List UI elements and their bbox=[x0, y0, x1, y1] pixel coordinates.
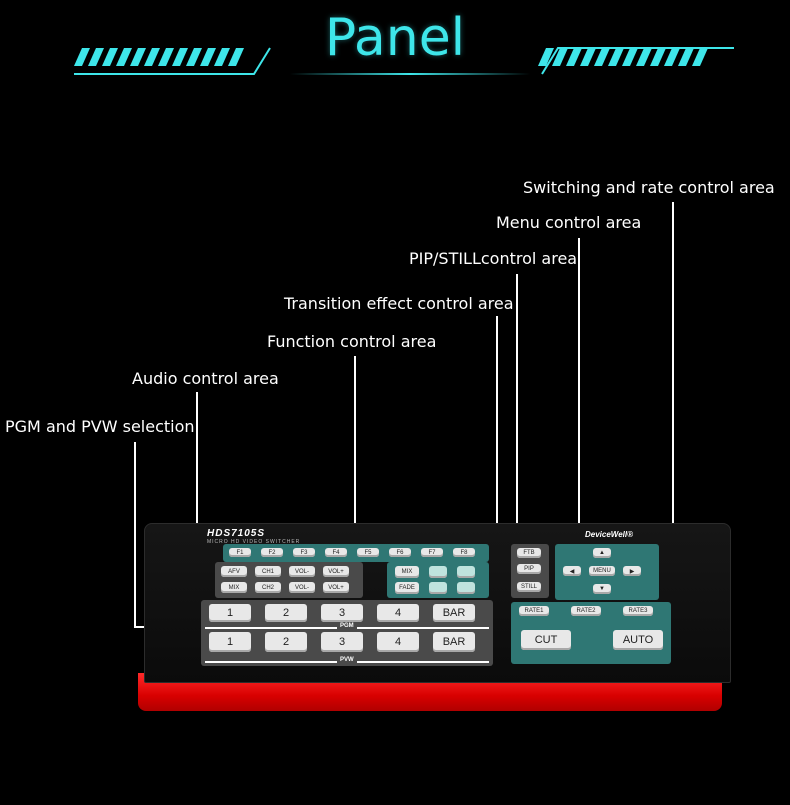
audio-key-1[interactable]: AFV bbox=[221, 566, 247, 577]
pip-button[interactable]: PIP bbox=[517, 564, 541, 574]
header-underline bbox=[290, 73, 530, 75]
pvw-key-5[interactable]: BAR bbox=[433, 632, 475, 652]
header-stripe bbox=[594, 48, 610, 66]
leader-switching bbox=[672, 202, 674, 628]
header-stripe bbox=[116, 48, 132, 66]
callout-transition: Transition effect control area bbox=[284, 294, 514, 313]
device-top-panel: HDS7105S MICRO HD VIDEO SWITCHER DeviceW… bbox=[144, 523, 731, 683]
header-stripe bbox=[538, 48, 554, 66]
header-stripe bbox=[228, 48, 244, 66]
model-subtitle: MICRO HD VIDEO SWITCHER bbox=[207, 539, 301, 545]
callout-menu: Menu control area bbox=[496, 213, 642, 232]
function-key-7[interactable]: F7 bbox=[421, 548, 443, 557]
model-name: HDS7105S bbox=[207, 528, 266, 539]
function-key-1[interactable]: F1 bbox=[229, 548, 251, 557]
header-stripe bbox=[130, 48, 146, 66]
leader-menu bbox=[578, 238, 580, 538]
function-key-4[interactable]: F4 bbox=[325, 548, 347, 557]
header-stripe bbox=[608, 48, 624, 66]
rate-key-3[interactable]: RATE3 bbox=[623, 606, 653, 616]
menu-button[interactable]: MENU bbox=[589, 566, 615, 576]
arrow-left-button[interactable]: ◀ bbox=[563, 566, 581, 576]
pgm-key-3[interactable]: 3 bbox=[321, 604, 363, 622]
function-key-6[interactable]: F6 bbox=[389, 548, 411, 557]
header-stripe bbox=[664, 48, 680, 66]
audio-key-7[interactable]: VOL- bbox=[289, 582, 315, 593]
brand-logo: DeviceWell® bbox=[585, 530, 633, 539]
function-key-2[interactable]: F2 bbox=[261, 548, 283, 557]
audio-key-5[interactable]: MIX bbox=[221, 582, 247, 593]
header-stripe bbox=[214, 48, 230, 66]
callout-pip: PIP/STILLcontrol area bbox=[409, 249, 578, 268]
pgm-key-4[interactable]: 4 bbox=[377, 604, 419, 622]
transition-effect-button-2[interactable] bbox=[457, 566, 475, 578]
leader-function bbox=[354, 356, 356, 542]
arrow-up-button[interactable]: ▲ bbox=[593, 548, 611, 558]
header-stripe bbox=[186, 48, 202, 66]
rate-key-2[interactable]: RATE2 bbox=[571, 606, 601, 616]
header-stripe bbox=[200, 48, 216, 66]
header-stripe bbox=[102, 48, 118, 66]
function-key-3[interactable]: F3 bbox=[293, 548, 315, 557]
header-stripe bbox=[622, 48, 638, 66]
header-stripe bbox=[88, 48, 104, 66]
pgm-key-1[interactable]: 1 bbox=[209, 604, 251, 622]
transition-effect-button-4[interactable] bbox=[457, 582, 475, 594]
pgm-key-5[interactable]: BAR bbox=[433, 604, 475, 622]
transition-effect-button-3[interactable] bbox=[429, 582, 447, 594]
audio-key-3[interactable]: VOL- bbox=[289, 566, 315, 577]
arrow-down-button[interactable]: ▼ bbox=[593, 584, 611, 594]
header-stripe bbox=[636, 48, 652, 66]
callout-switching: Switching and rate control area bbox=[523, 178, 775, 197]
mix-button[interactable]: MIX bbox=[395, 566, 419, 578]
ftb-button[interactable]: FTB bbox=[517, 548, 541, 558]
arrow-right-button[interactable]: ▶ bbox=[623, 566, 641, 576]
pgm-label: PGM bbox=[337, 623, 357, 629]
pvw-label: PVW bbox=[337, 657, 357, 663]
leader-pip bbox=[516, 274, 518, 538]
audio-key-6[interactable]: CH2 bbox=[255, 582, 281, 593]
audio-key-8[interactable]: VOL+ bbox=[323, 582, 349, 593]
function-key-8[interactable]: F8 bbox=[453, 548, 475, 557]
header-stripe bbox=[74, 48, 90, 66]
audio-key-4[interactable]: VOL+ bbox=[323, 566, 349, 577]
still-button[interactable]: STILL bbox=[517, 582, 541, 592]
header-decoration-left bbox=[74, 47, 271, 75]
rate-key-1[interactable]: RATE1 bbox=[519, 606, 549, 616]
callout-audio: Audio control area bbox=[132, 369, 279, 388]
header-decoration-right bbox=[538, 47, 734, 75]
pvw-key-1[interactable]: 1 bbox=[209, 632, 251, 652]
audio-key-2[interactable]: CH1 bbox=[255, 566, 281, 577]
function-key-5[interactable]: F5 bbox=[357, 548, 379, 557]
header-stripe bbox=[650, 48, 666, 66]
pgm-key-2[interactable]: 2 bbox=[265, 604, 307, 622]
header-stripe bbox=[580, 48, 596, 66]
cut-button[interactable]: CUT bbox=[521, 630, 571, 650]
header-stripe bbox=[144, 48, 160, 66]
header-stripe bbox=[158, 48, 174, 66]
video-switcher-device: HDS7105S MICRO HD VIDEO SWITCHER DeviceW… bbox=[134, 523, 732, 711]
leader-transition bbox=[496, 316, 498, 580]
transition-effect-button-1[interactable] bbox=[429, 566, 447, 578]
leader-pgm-pvw bbox=[134, 442, 136, 628]
fade-button[interactable]: FADE bbox=[395, 582, 419, 594]
pvw-key-2[interactable]: 2 bbox=[265, 632, 307, 652]
auto-button[interactable]: AUTO bbox=[613, 630, 663, 650]
header-stripe bbox=[552, 48, 568, 66]
callout-pgm-pvw: PGM and PVW selection bbox=[5, 417, 195, 436]
pvw-key-4[interactable]: 4 bbox=[377, 632, 419, 652]
header-stripe bbox=[172, 48, 188, 66]
callout-function: Function control area bbox=[267, 332, 437, 351]
header-stripe bbox=[692, 48, 708, 66]
page-title: Panel bbox=[324, 8, 466, 68]
pvw-key-3[interactable]: 3 bbox=[321, 632, 363, 652]
leader-audio bbox=[196, 392, 198, 580]
header-stripe bbox=[678, 48, 694, 66]
header-stripe bbox=[566, 48, 582, 66]
